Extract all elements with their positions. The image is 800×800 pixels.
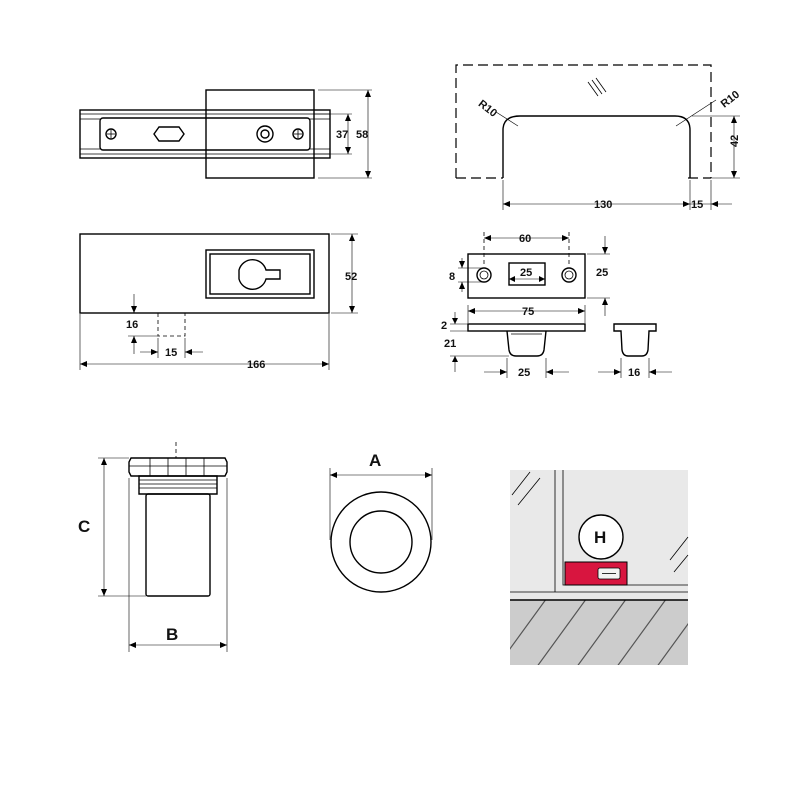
dim-25-cup-label: 25 bbox=[518, 367, 530, 379]
socket-top-view: A bbox=[329, 451, 433, 593]
lock-hole bbox=[153, 126, 185, 142]
label-b: B bbox=[166, 625, 178, 644]
dim-60-label: 60 bbox=[519, 233, 531, 245]
dim-42-label: 42 bbox=[729, 135, 741, 147]
dim-25-height-label: 25 bbox=[596, 267, 608, 279]
strike-plate-view: 60 25 8 25 75 bbox=[441, 232, 672, 379]
screw-left-icon bbox=[105, 128, 117, 140]
dim-16-cup-label: 16 bbox=[628, 367, 640, 379]
dim-21-label: 21 bbox=[444, 338, 456, 350]
dim-16-label: 16 bbox=[126, 319, 138, 331]
floor-socket-view: C B bbox=[78, 442, 228, 652]
label-h: H bbox=[594, 528, 606, 547]
dim-25-slot-label: 25 bbox=[520, 267, 532, 279]
dim-166-label: 166 bbox=[247, 359, 265, 371]
dim-52-label: 52 bbox=[345, 271, 357, 283]
installation-view: H bbox=[510, 470, 689, 665]
radius-right-label: R10 bbox=[719, 89, 742, 111]
dim-8-label: 8 bbox=[449, 271, 455, 283]
dim-2-label: 2 bbox=[441, 320, 447, 332]
dim-37-label: 37 bbox=[336, 129, 348, 141]
dim-58-label: 58 bbox=[356, 129, 368, 141]
dim-130-label: 130 bbox=[594, 199, 612, 211]
radius-left-label: R10 bbox=[476, 98, 499, 120]
screw-right-icon bbox=[292, 128, 304, 140]
dim-15-label: 15 bbox=[691, 199, 703, 211]
glass-cutout-view: R10 R10 42 130 15 bbox=[455, 64, 742, 211]
clamp-top-view: 37 58 bbox=[79, 89, 372, 179]
keyhole-icon bbox=[238, 259, 281, 290]
clamp-front-view: 52 16 15 166 bbox=[79, 233, 358, 371]
dim-75-label: 75 bbox=[522, 306, 534, 318]
label-a: A bbox=[369, 451, 381, 470]
label-c: C bbox=[78, 517, 90, 536]
dim-15-label: 15 bbox=[165, 347, 177, 359]
